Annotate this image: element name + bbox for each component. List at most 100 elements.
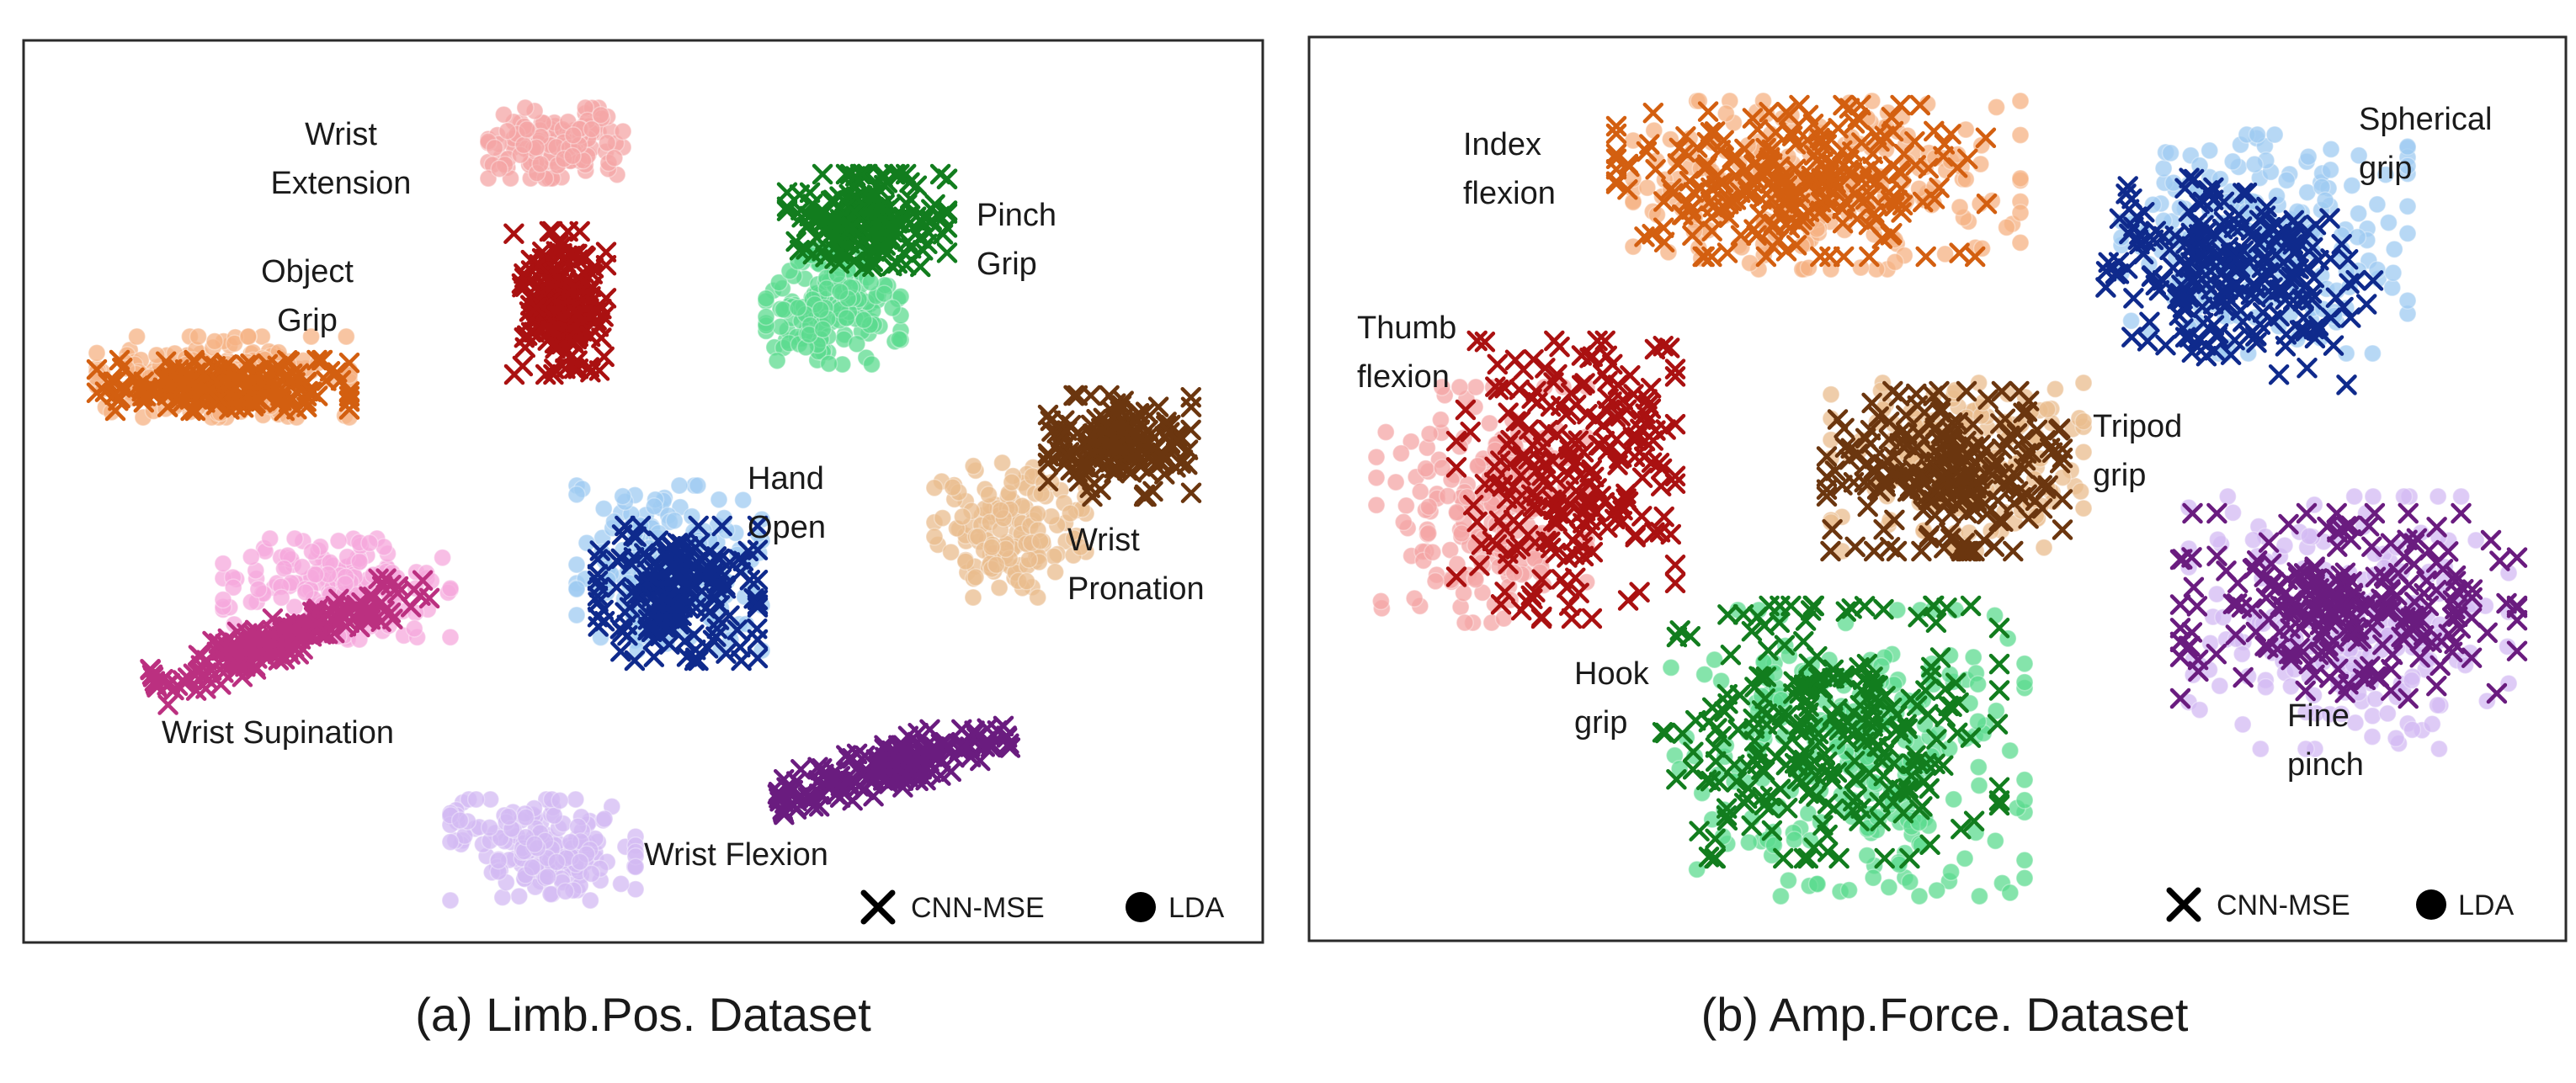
lda-point (274, 560, 294, 578)
lda-point (336, 575, 354, 593)
lda-point (1504, 564, 1524, 582)
lda-point (2403, 720, 2422, 739)
lda-point (1956, 849, 1974, 868)
lda-point (225, 334, 244, 353)
lda-point (2429, 487, 2447, 506)
lda-point (1367, 496, 1386, 515)
lda-point (2344, 487, 2364, 506)
lda-point (1367, 468, 1386, 487)
lda-point (1956, 170, 1975, 188)
lda-point (2233, 645, 2252, 663)
lda-point (2074, 443, 2093, 461)
lda-point (966, 568, 985, 587)
lda-point (214, 554, 232, 573)
lda-point (2423, 714, 2441, 734)
lda-point (595, 810, 614, 828)
lda-point (1987, 98, 2006, 117)
lda-point (2398, 197, 2417, 215)
lda-point (2378, 704, 2398, 723)
lda-point (1028, 588, 1047, 607)
lda-point (2387, 729, 2405, 748)
lda-point (296, 583, 315, 602)
lda-point (563, 146, 582, 166)
lda-point (360, 534, 379, 553)
lda-point (1045, 547, 1063, 566)
lda-point (480, 818, 499, 837)
lda-point (493, 888, 512, 907)
lda-point (260, 529, 279, 548)
lda-point (848, 335, 866, 353)
lda-point (1944, 790, 1963, 809)
lda-point (489, 851, 508, 870)
lda-point (498, 121, 517, 141)
cluster-label: Pinch (977, 198, 1056, 233)
lda-point (1970, 776, 1988, 795)
lda-point (1386, 473, 1405, 491)
lda-point (943, 478, 962, 496)
lda-point (991, 501, 1010, 520)
lda-point (1394, 512, 1413, 532)
lda-point (862, 355, 881, 374)
cluster-label: Pronation (1067, 571, 1205, 607)
lda-point (2015, 771, 2034, 789)
lda-point (2385, 240, 2403, 258)
lda-point (567, 485, 586, 504)
lda-point (2245, 155, 2264, 174)
lda-point (2223, 152, 2242, 171)
lda-point (1438, 486, 1457, 506)
lda-point (2265, 125, 2284, 144)
lda-point (613, 486, 632, 506)
lda-point (494, 105, 514, 124)
lda-point (2384, 263, 2403, 283)
lda-point (1452, 524, 1471, 543)
lda-point (2394, 487, 2414, 506)
lda-point (577, 534, 596, 552)
lda-point (1419, 497, 1439, 516)
lda-point (1997, 218, 2016, 237)
lda-point (665, 511, 684, 530)
lda-point (2398, 224, 2417, 243)
lda-point (1956, 120, 1975, 139)
lda-point (285, 529, 304, 548)
panel-a-caption: (a) Limb.Pos. Dataset (415, 988, 871, 1041)
lda-point (2368, 195, 2387, 214)
lda-point (1071, 538, 1090, 556)
lda-point (2316, 191, 2334, 210)
lda-point (2343, 176, 2361, 195)
lda-point (2349, 204, 2368, 223)
lda-point (1426, 571, 1445, 591)
lda-point (479, 169, 498, 188)
lda-point (1771, 887, 1791, 905)
lda-point (2403, 671, 2421, 690)
lda-point (854, 311, 873, 330)
lda-point (964, 588, 982, 607)
lda-point (2211, 677, 2229, 695)
lda-point (490, 159, 508, 178)
panel-a-legend: CNN-MSE LDA (860, 889, 1224, 925)
lda-point (2000, 741, 2020, 760)
lda-points-cluster-1 (479, 98, 632, 188)
lda-point (956, 552, 975, 571)
lda-point (2038, 400, 2057, 419)
lda-point (1785, 831, 1804, 849)
lda-point (538, 868, 557, 886)
lda-point (2233, 715, 2252, 734)
lda-point (2208, 530, 2227, 549)
lda-point (1447, 503, 1466, 522)
lda-dot-icon (1126, 892, 1156, 922)
lda-point (2256, 677, 2275, 697)
legend-label-lda: LDA (1168, 892, 1224, 924)
lda-point (242, 592, 261, 612)
lda-point (813, 320, 833, 339)
lda-point (1017, 572, 1036, 591)
lda-point (239, 327, 258, 346)
lda-point (272, 588, 290, 607)
lda-point (2011, 125, 2030, 145)
lda-point (568, 817, 588, 836)
lda-point (2363, 707, 2382, 725)
lda-point (293, 558, 311, 576)
lda-point (2223, 503, 2243, 523)
lda-point (875, 284, 894, 303)
lda-point (541, 884, 560, 904)
